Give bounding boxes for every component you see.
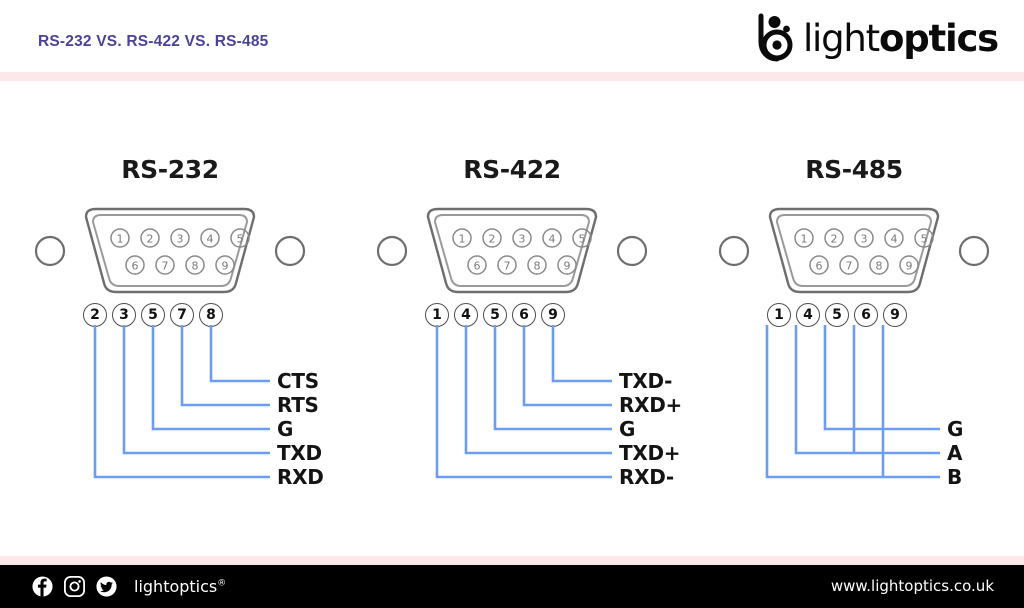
svg-text:6: 6 bbox=[474, 260, 481, 273]
callout-row-rs422: 1 4 5 6 9 bbox=[342, 303, 682, 329]
svg-text:8: 8 bbox=[534, 260, 541, 273]
de9-connector-icon: 1 2 3 4 5 6 7 8 9 bbox=[34, 207, 306, 294]
leader-lines-rs485 bbox=[765, 325, 940, 479]
callout-pin-rs485-2[interactable]: 5 bbox=[825, 303, 849, 327]
footer-registered-mark: ® bbox=[217, 578, 227, 589]
footer-divider bbox=[0, 556, 1024, 565]
svg-text:7: 7 bbox=[846, 260, 853, 273]
callout-pin-rs422-0[interactable]: 1 bbox=[425, 303, 449, 327]
label-column-rs485: G A B bbox=[684, 325, 1024, 489]
brand-logo: lightoptics bbox=[755, 10, 999, 66]
callout-row-rs232: 2 3 5 7 8 bbox=[0, 303, 340, 329]
page-title: RS-232 VS. RS-422 VS. RS-485 bbox=[38, 33, 269, 50]
callout-pin-rs422-2[interactable]: 5 bbox=[483, 303, 507, 327]
svg-text:1: 1 bbox=[801, 233, 808, 246]
footer-brand: lightoptics® bbox=[134, 576, 227, 596]
svg-text:6: 6 bbox=[816, 260, 823, 273]
svg-text:9: 9 bbox=[564, 260, 571, 273]
svg-text:5: 5 bbox=[921, 233, 928, 246]
de9-connector-rs422: 1 2 3 4 5 6 7 8 9 bbox=[342, 203, 682, 299]
callout-pin-rs422-4[interactable]: 9 bbox=[541, 303, 565, 327]
footer-brand-text: lightoptics bbox=[134, 576, 218, 596]
panel-title-rs485: RS-485 bbox=[805, 155, 903, 184]
footer-social-group: lightoptics® bbox=[32, 565, 226, 608]
pin-label-rs485-1: A bbox=[947, 441, 963, 465]
callout-pin-rs232-3[interactable]: 7 bbox=[170, 303, 194, 327]
svg-text:7: 7 bbox=[162, 260, 169, 273]
pin-label-rs232-3: TXD bbox=[277, 441, 322, 465]
pin-label-rs232-2: G bbox=[277, 417, 294, 441]
svg-text:8: 8 bbox=[876, 260, 883, 273]
panel-title-rs422: RS-422 bbox=[463, 155, 561, 184]
callout-pin-rs485-4[interactable]: 9 bbox=[883, 303, 907, 327]
svg-text:5: 5 bbox=[237, 233, 244, 246]
svg-text:9: 9 bbox=[906, 260, 913, 273]
de9-connector-icon: 1 2 3 4 5 6 7 8 9 bbox=[718, 207, 990, 294]
svg-text:9: 9 bbox=[222, 260, 229, 273]
logo-wordmark: lightoptics bbox=[802, 16, 999, 60]
svg-text:3: 3 bbox=[177, 233, 184, 246]
callout-pin-rs422-3[interactable]: 6 bbox=[512, 303, 536, 327]
leader-lines-rs232 bbox=[93, 325, 270, 479]
lightoptics-monogram-icon bbox=[758, 13, 793, 62]
de9-connector-rs485: 1 2 3 4 5 6 7 8 9 bbox=[684, 203, 1024, 299]
pin-label-rs485-0: G bbox=[947, 417, 964, 441]
svg-text:2: 2 bbox=[831, 233, 838, 246]
pin-label-rs422-4: RXD- bbox=[619, 465, 674, 489]
facebook-icon[interactable] bbox=[32, 576, 53, 597]
header-divider bbox=[0, 72, 1024, 81]
pin-label-rs232-4: RXD bbox=[277, 465, 324, 489]
callout-pin-rs232-2[interactable]: 5 bbox=[141, 303, 165, 327]
svg-text:1: 1 bbox=[117, 233, 124, 246]
de9-connector-icon: 1 2 3 4 5 6 7 8 9 bbox=[376, 207, 648, 294]
svg-text:8: 8 bbox=[192, 260, 199, 273]
svg-text:2: 2 bbox=[489, 233, 496, 246]
pin-label-rs422-2: G bbox=[619, 417, 636, 441]
svg-text:6: 6 bbox=[132, 260, 139, 273]
pin-label-rs422-0: TXD- bbox=[619, 369, 673, 393]
svg-text:5: 5 bbox=[579, 233, 586, 246]
page-header: RS-232 VS. RS-422 VS. RS-485 lightoptics bbox=[0, 0, 1024, 72]
logo-word-light: light bbox=[802, 16, 880, 60]
callout-pin-rs232-1[interactable]: 3 bbox=[112, 303, 136, 327]
svg-text:3: 3 bbox=[519, 233, 526, 246]
page-footer: lightoptics® www.lightoptics.co.uk bbox=[0, 565, 1024, 608]
leader-lines-rs422 bbox=[435, 325, 612, 479]
callout-pin-rs485-3[interactable]: 6 bbox=[854, 303, 878, 327]
twitter-icon[interactable] bbox=[96, 576, 117, 597]
pin-label-rs232-1: RTS bbox=[277, 393, 319, 417]
svg-text:4: 4 bbox=[207, 233, 214, 246]
label-column-rs422: TXD- RXD+ G TXD+ RXD- bbox=[342, 325, 682, 489]
de9-connector-rs232: 1 2 3 4 5 6 7 8 9 bbox=[0, 203, 340, 299]
svg-text:7: 7 bbox=[504, 260, 511, 273]
callout-pin-rs485-1[interactable]: 4 bbox=[796, 303, 820, 327]
logo-word-optics: optics bbox=[878, 16, 999, 60]
callout-row-rs485: 1 4 5 6 9 bbox=[684, 303, 1024, 329]
svg-text:4: 4 bbox=[549, 233, 556, 246]
pin-label-rs232-0: CTS bbox=[277, 369, 319, 393]
label-column-rs232: CTS RTS G TXD RXD bbox=[0, 325, 340, 489]
footer-website-url[interactable]: www.lightoptics.co.uk bbox=[830, 577, 994, 595]
callout-pin-rs485-0[interactable]: 1 bbox=[767, 303, 791, 327]
pin-label-rs422-1: RXD+ bbox=[619, 393, 682, 417]
callout-pin-rs422-1[interactable]: 4 bbox=[454, 303, 478, 327]
svg-text:1: 1 bbox=[459, 233, 466, 246]
pin-label-rs422-3: TXD+ bbox=[619, 441, 681, 465]
pin-label-rs485-2: B bbox=[947, 465, 962, 489]
instagram-icon[interactable] bbox=[64, 576, 85, 597]
svg-text:2: 2 bbox=[147, 233, 154, 246]
svg-text:4: 4 bbox=[891, 233, 898, 246]
callout-pin-rs232-4[interactable]: 8 bbox=[199, 303, 223, 327]
panel-title-rs232: RS-232 bbox=[121, 155, 219, 184]
callout-pin-rs232-0[interactable]: 2 bbox=[83, 303, 107, 327]
svg-text:3: 3 bbox=[861, 233, 868, 246]
